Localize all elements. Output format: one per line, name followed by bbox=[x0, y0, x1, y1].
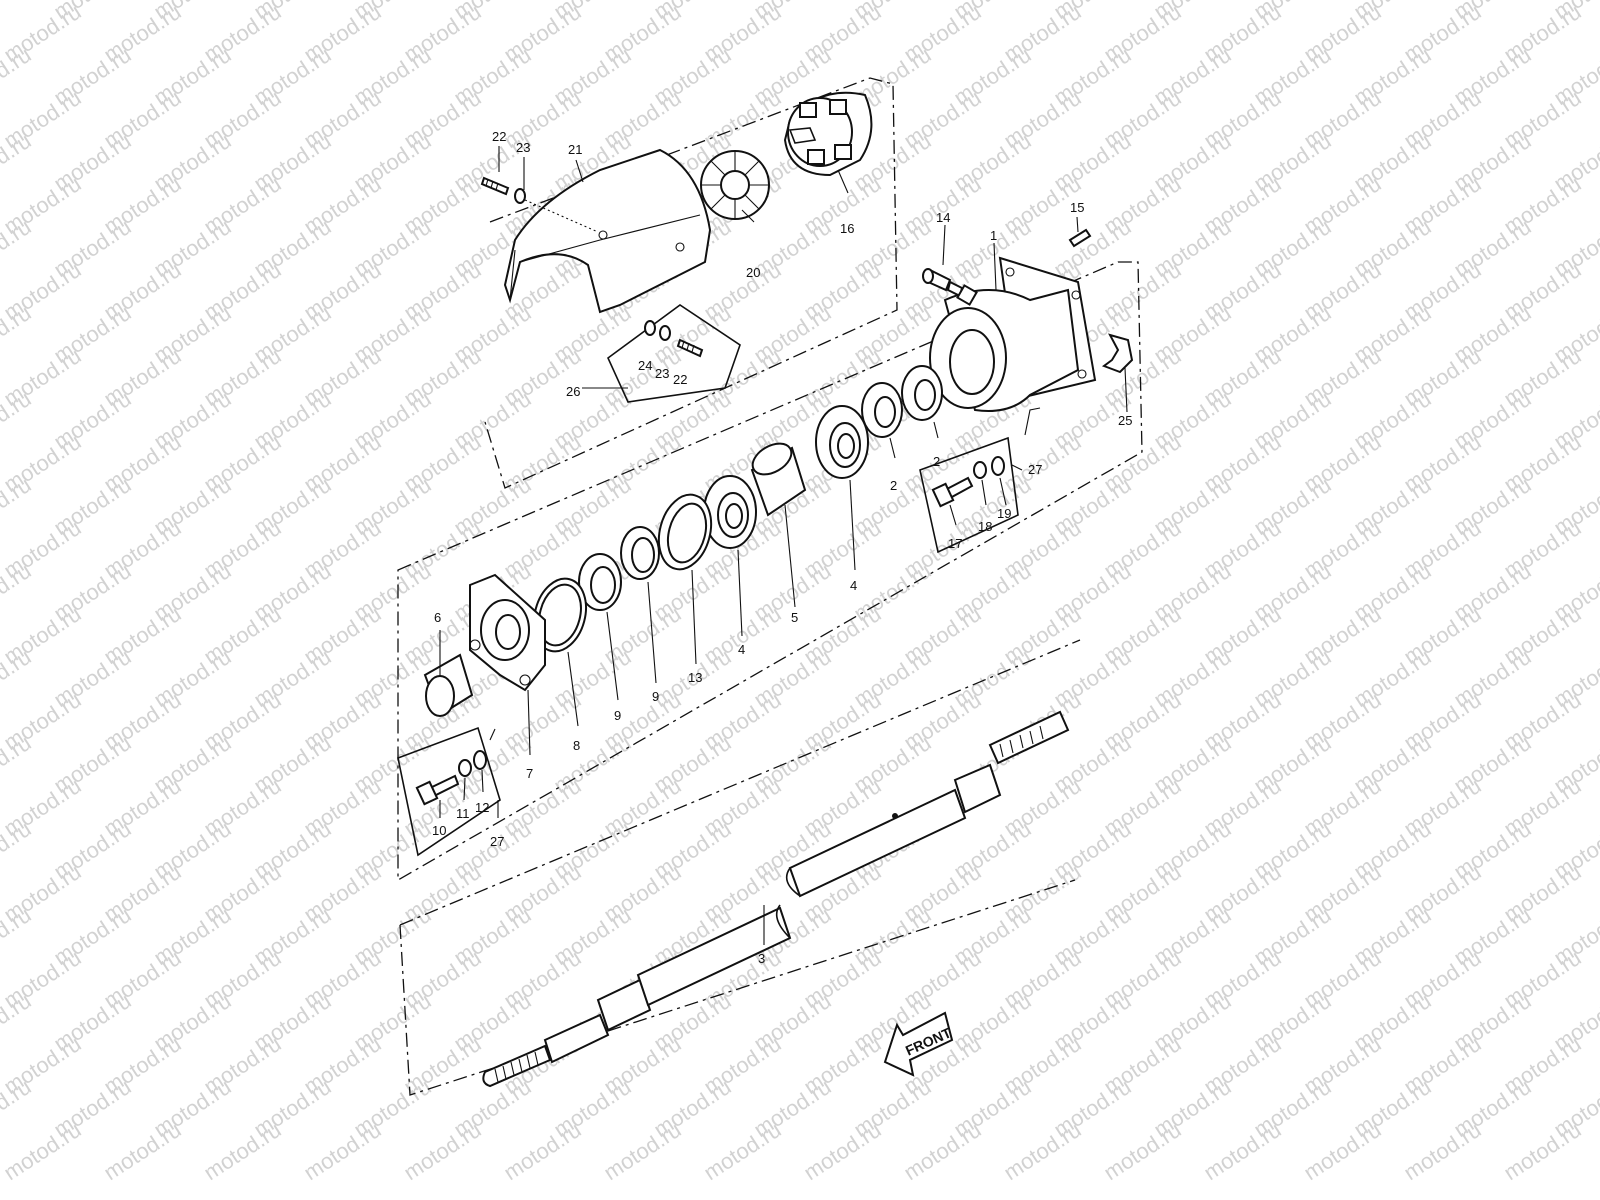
callout-13: 13 bbox=[688, 670, 702, 685]
washer-19 bbox=[991, 456, 1005, 476]
watermark-text: motod.ru bbox=[1499, 1117, 1585, 1185]
callout-17: 17 bbox=[948, 536, 962, 551]
shaft-group-outline bbox=[399, 639, 1081, 1096]
inset-boxes bbox=[397, 304, 1019, 857]
upper-group-outline bbox=[484, 77, 898, 489]
damper-20 bbox=[700, 150, 770, 220]
callout-26: 26 bbox=[566, 384, 580, 399]
washer-23-top bbox=[514, 188, 526, 204]
ball-bearing-4-lower bbox=[703, 475, 757, 549]
callout-19: 19 bbox=[997, 506, 1011, 521]
watermark-text: motod.ru bbox=[0, 0, 36, 24]
bushing-6 bbox=[423, 653, 474, 717]
watermark-text: motod.ru bbox=[99, 1117, 185, 1185]
collar-5 bbox=[750, 442, 807, 517]
coupling-16 bbox=[783, 91, 873, 177]
callout-22-inset: 22 bbox=[673, 372, 687, 387]
drive-shaft-3 bbox=[482, 710, 1070, 1088]
callout-9-upper: 9 bbox=[652, 689, 659, 704]
callout-12: 12 bbox=[475, 800, 489, 815]
inset-box-27-left bbox=[397, 726, 501, 857]
callout-24: 24 bbox=[638, 358, 652, 373]
o-ring-8 bbox=[533, 577, 587, 653]
ball-bearing-4-upper bbox=[815, 405, 869, 479]
cover-21 bbox=[503, 148, 712, 314]
bolt-10 bbox=[415, 774, 460, 806]
inset-box-27-right bbox=[919, 436, 1019, 554]
callout-5: 5 bbox=[791, 610, 798, 625]
callout-2-lower: 2 bbox=[890, 478, 897, 493]
boss-on-housing bbox=[956, 284, 978, 306]
bearing-holder-7 bbox=[469, 573, 546, 692]
bolt-17 bbox=[931, 476, 974, 508]
leader-lines bbox=[439, 146, 1128, 945]
watermark-text: motod.ru bbox=[799, 1117, 885, 1185]
seal-9-a bbox=[620, 526, 660, 580]
watermark-text: motod.ru bbox=[499, 1117, 585, 1185]
watermark-text: motod.ru bbox=[199, 1117, 285, 1185]
callout-8: 8 bbox=[573, 738, 580, 753]
callout-21: 21 bbox=[568, 142, 582, 157]
watermark-text: motod.ru bbox=[699, 1117, 785, 1185]
bearing-2-b bbox=[861, 382, 903, 438]
callout-23-inset: 23 bbox=[655, 366, 669, 381]
callout-16: 16 bbox=[840, 221, 854, 236]
callout-18: 18 bbox=[978, 519, 992, 534]
callout-25: 25 bbox=[1118, 413, 1132, 428]
callout-23-top: 23 bbox=[516, 140, 530, 155]
watermark-text: motod.ru bbox=[1199, 1117, 1285, 1185]
callout-1: 1 bbox=[990, 228, 997, 243]
washer-12 bbox=[473, 750, 487, 770]
clip-25 bbox=[1101, 333, 1134, 374]
watermark-text: motod.ru bbox=[1099, 1117, 1185, 1185]
callout-7: 7 bbox=[526, 766, 533, 781]
watermark-text: motod.ru bbox=[1399, 1117, 1485, 1185]
callout-20: 20 bbox=[746, 265, 760, 280]
washer-11 bbox=[458, 759, 472, 777]
watermark-text: motod.ru bbox=[899, 1117, 985, 1185]
housing-1 bbox=[929, 256, 1097, 412]
washer-24 bbox=[644, 320, 656, 336]
watermark-text: motod.ru bbox=[0, 1117, 86, 1185]
watermark-text: motod.ru bbox=[599, 1117, 685, 1185]
callout-labels: 22 23 21 20 16 24 23 22 26 14 1 15 25 2 … bbox=[432, 129, 1132, 966]
callout-2-upper: 2 bbox=[933, 454, 940, 469]
callout-10: 10 bbox=[432, 823, 446, 838]
callout-4-upper: 4 bbox=[850, 578, 857, 593]
callout-11: 11 bbox=[456, 806, 470, 821]
watermark-text: motod.ru bbox=[1299, 1117, 1385, 1185]
callout-22-top: 22 bbox=[492, 129, 506, 144]
inset-box-26 bbox=[607, 304, 741, 403]
watermark-text: motod.ru bbox=[999, 1117, 1085, 1185]
bearing-2-a bbox=[901, 365, 943, 421]
callout-4-lower: 4 bbox=[738, 642, 745, 657]
screw-22-inset bbox=[676, 338, 704, 358]
callout-27-left: 27 bbox=[490, 834, 504, 849]
pin-15 bbox=[1068, 228, 1092, 248]
ring-13 bbox=[657, 493, 713, 571]
callout-15: 15 bbox=[1070, 200, 1084, 215]
watermark-text: motod.ru bbox=[299, 1117, 385, 1185]
watermark-text: motod.ru bbox=[399, 1117, 485, 1185]
callout-3: 3 bbox=[758, 951, 765, 966]
washer-18 bbox=[973, 461, 987, 479]
callout-6: 6 bbox=[434, 610, 441, 625]
callout-9-lower: 9 bbox=[614, 708, 621, 723]
callout-27-right: 27 bbox=[1028, 462, 1042, 477]
screw-22-top bbox=[480, 176, 510, 196]
seal-9-b bbox=[578, 553, 622, 611]
washer-23-inset bbox=[659, 325, 671, 341]
callout-14: 14 bbox=[936, 210, 950, 225]
